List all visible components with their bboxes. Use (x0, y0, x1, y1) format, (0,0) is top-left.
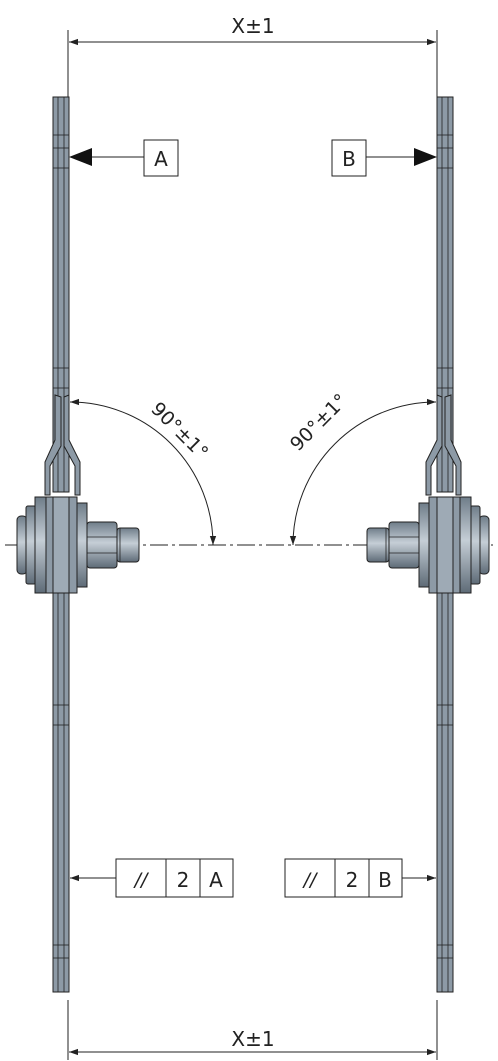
bottom-dimension: X±1 (67, 1000, 438, 1060)
right-bolt-assembly (366, 496, 490, 594)
weld-mark-right (414, 148, 437, 166)
parallelism-symbol-a: // (133, 869, 150, 891)
right-upper-bar (436, 96, 454, 493)
tolerance-frame-a: // 2 A (70, 858, 234, 898)
angle-right-label: 90°±1° (286, 390, 352, 456)
left-upper-bar (52, 96, 70, 493)
top-dimension: X±1 (67, 14, 438, 100)
datum-b-label: B (342, 147, 356, 171)
parallelism-symbol-b: // (302, 869, 319, 891)
tolerance-datum-a: A (209, 868, 223, 892)
right-lower-bar (436, 589, 454, 993)
tolerance-value-a: 2 (177, 868, 190, 892)
datum-b: B (331, 139, 414, 177)
left-lower-bar (52, 589, 70, 993)
right-arm (414, 96, 462, 993)
top-dimension-label: X±1 (231, 14, 274, 38)
tolerance-datum-b: B (378, 868, 392, 892)
left-arm (44, 96, 92, 993)
bottom-dimension-label: X±1 (231, 1027, 274, 1051)
datum-a-label: A (154, 147, 168, 171)
tolerance-value-b: 2 (346, 868, 359, 892)
tolerance-frame-b: // 2 B (284, 858, 436, 898)
left-bolt-assembly (16, 496, 140, 594)
weld-mark-left (69, 148, 92, 166)
datum-a: A (92, 139, 179, 177)
